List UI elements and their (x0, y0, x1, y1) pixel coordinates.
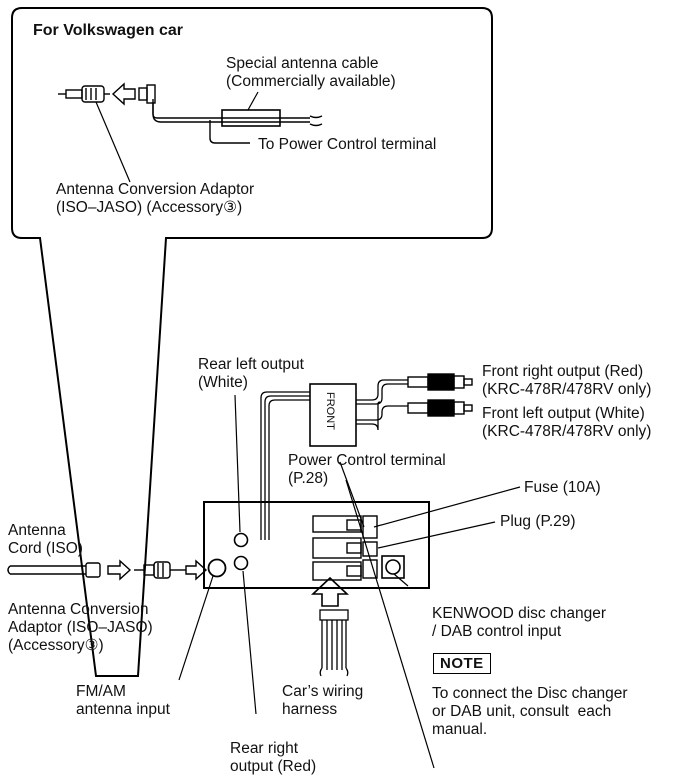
antenna-cord (7, 562, 101, 578)
front-left-wire (356, 404, 408, 431)
inset-cable-leader (247, 91, 259, 111)
adaptor-arrow-icon (185, 559, 208, 581)
main-antenna-adaptor (134, 561, 186, 579)
note-text-2: or DAB unit, consult each (432, 703, 612, 720)
plug-label: Plug (P.29) (500, 513, 576, 530)
front-right-wire (356, 379, 408, 401)
adaptor-label-1: Antenna Conversion (8, 601, 149, 618)
note-text-1: To connect the Disc changer (432, 685, 628, 702)
fuse-label: Fuse (10A) (524, 479, 601, 496)
front-left-label-2: (KRC-478R/478RV only) (482, 423, 652, 440)
adaptor-label-3: (Accessory③) (8, 637, 104, 654)
power-control-label-1: Power Control terminal (288, 452, 446, 469)
front-right-rca-plug (407, 373, 473, 391)
inset-cable-box (221, 109, 281, 127)
inset-title: For Volkswagen car (33, 22, 183, 39)
note-text-3: manual. (432, 721, 488, 738)
harness-label-1: Car’s wiring (282, 683, 364, 700)
inset-adaptor-label-2: (ISO–JASO) (Accessory③) (56, 199, 243, 216)
front-wire-bundle (260, 391, 310, 540)
head-unit-chassis (203, 501, 430, 589)
front-box (309, 383, 357, 447)
rear-right-label-1: Rear right (230, 740, 299, 757)
power-control-label-2: (P.28) (288, 470, 329, 487)
iso-connector-blocks (312, 515, 378, 581)
inset-adaptor-label-1: Antenna Conversion Adaptor (56, 181, 255, 198)
inset-antenna-adaptor (58, 85, 110, 103)
antenna-cord-label-1: Antenna (8, 522, 66, 539)
harness-arrow-icon (310, 576, 350, 607)
rear-left-label-1: Rear left output (198, 356, 304, 373)
inset-adaptor-leader (95, 101, 131, 183)
inset-cable-label-1: Special antenna cable (226, 55, 379, 72)
inset-power-label: To Power Control terminal (258, 136, 437, 153)
rear-left-label-2: (White) (198, 374, 248, 391)
front-left-rca-plug (407, 399, 473, 417)
leader-lines (178, 394, 521, 769)
cord-arrow-icon (107, 559, 132, 581)
wiring-harness (319, 609, 349, 677)
antenna-cord-label-2: Cord (ISO) (8, 540, 83, 557)
inset-cable-plug (138, 84, 323, 127)
rear-right-label-2: output (Red) (230, 758, 317, 775)
rear-left-jack (233, 532, 249, 548)
fm-am-label-2: antenna input (76, 701, 170, 718)
adaptor-label-2: Adaptor (ISO–JASO) (8, 619, 153, 636)
inset-power-wire (209, 120, 250, 144)
front-right-label-2: (KRC-478R/478RV only) (482, 381, 652, 398)
rear-right-jack (233, 555, 249, 571)
inset-arrow-icon (111, 82, 136, 106)
changer-socket (381, 555, 405, 579)
antenna-input-jack (207, 558, 227, 578)
changer-label-2: / DAB control input (432, 623, 562, 640)
note-badge: NOTE (433, 653, 491, 674)
harness-label-2: harness (282, 701, 338, 718)
inset-callout-box (11, 7, 493, 677)
changer-label-1: KENWOOD disc changer (432, 605, 606, 622)
front-box-label: FRONT (324, 392, 336, 430)
front-right-label-1: Front right output (Red) (482, 363, 644, 380)
inset-cable-label-2: (Commercially available) (226, 73, 396, 90)
fm-am-label-1: FM/AM (76, 683, 126, 700)
front-left-label-1: Front left output (White) (482, 405, 645, 422)
